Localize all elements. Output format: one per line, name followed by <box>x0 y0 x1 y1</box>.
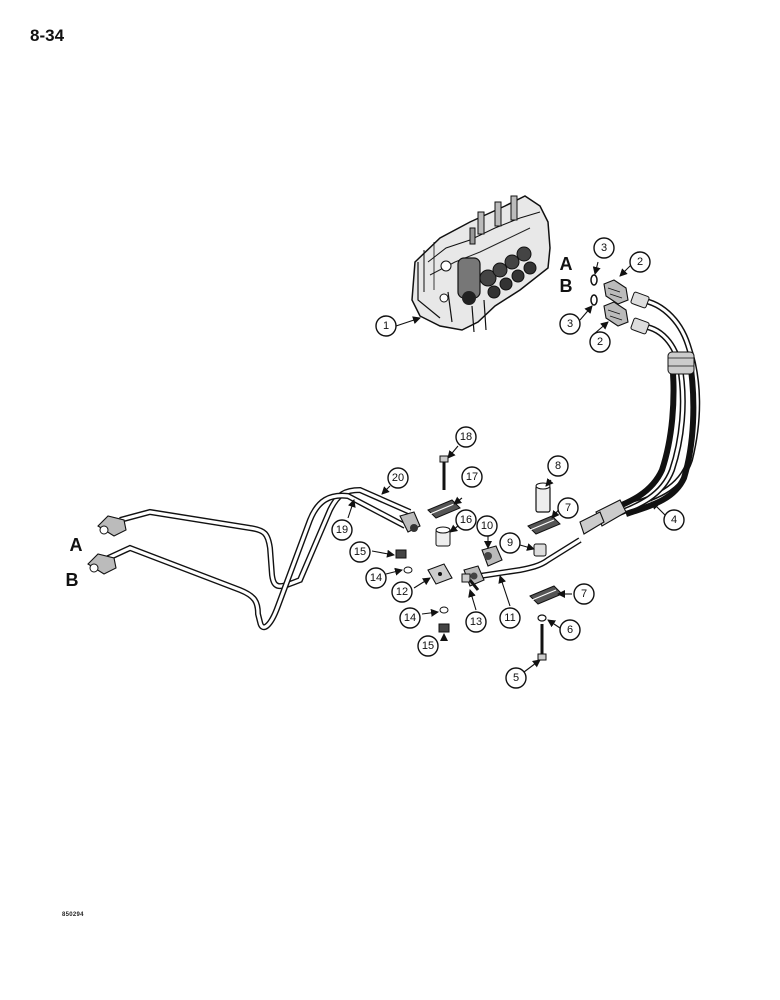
callout-8: 8 <box>547 455 569 477</box>
svg-text:3: 3 <box>567 318 573 330</box>
hose-assembly <box>579 291 701 535</box>
cap-screw-long <box>537 624 547 661</box>
control-valve <box>411 195 551 333</box>
callout-12: 12 <box>391 581 413 603</box>
adapter-fitting-upper <box>603 279 629 305</box>
svg-text:19: 19 <box>336 524 348 536</box>
washer-upper <box>403 566 413 574</box>
svg-text:10: 10 <box>481 520 493 532</box>
line-end-fitting-right <box>399 511 421 533</box>
callout-11: 11 <box>499 607 521 629</box>
svg-text:9: 9 <box>507 537 513 549</box>
steel-line-b <box>102 492 407 631</box>
bracket <box>427 563 453 585</box>
nut-lower <box>438 623 450 633</box>
callout-3-lower: 3 <box>559 313 581 335</box>
svg-text:11: 11 <box>504 612 515 624</box>
clamp-block <box>435 526 451 547</box>
callout-13: 13 <box>465 611 487 633</box>
svg-text:2: 2 <box>637 256 643 268</box>
callout-20: 20 <box>387 467 409 489</box>
valve-port-a-label: A <box>560 254 573 274</box>
nut-upper <box>395 549 407 559</box>
svg-text:7: 7 <box>581 588 587 600</box>
svg-text:15: 15 <box>354 546 366 558</box>
callout-16: 16 <box>455 509 477 531</box>
svg-text:14: 14 <box>404 612 416 624</box>
page-number: 8-34 <box>30 26 65 45</box>
callout-4: 4 <box>663 509 685 531</box>
svg-text:14: 14 <box>370 572 382 584</box>
o-ring-lower <box>590 294 598 306</box>
elbow-fitting <box>481 545 503 567</box>
line-end-fitting-b <box>87 553 117 575</box>
callout-7-upper: 7 <box>557 497 579 519</box>
lock-washer <box>537 614 547 622</box>
washer-lower <box>439 606 449 614</box>
line-port-a-label: A <box>70 535 83 555</box>
svg-text:18: 18 <box>460 431 472 443</box>
line-end-fitting-a <box>97 515 127 537</box>
svg-text:4: 4 <box>671 514 677 526</box>
callout-10: 10 <box>476 515 498 537</box>
callout-14-upper: 14 <box>365 567 387 589</box>
callout-2-lower: 2 <box>589 331 611 353</box>
svg-text:13: 13 <box>470 616 482 628</box>
svg-text:7: 7 <box>565 502 571 514</box>
valve-port-b-label: B <box>560 276 573 296</box>
svg-text:12: 12 <box>396 586 408 598</box>
o-ring-upper <box>590 274 598 286</box>
callout-3-upper: 3 <box>593 237 615 259</box>
callout-2-upper: 2 <box>629 251 651 273</box>
clamp-half-upper <box>527 515 561 535</box>
callout-19: 19 <box>331 519 353 541</box>
callout-5: 5 <box>505 667 527 689</box>
svg-text:6: 6 <box>567 624 573 636</box>
svg-text:20: 20 <box>392 472 404 484</box>
callout-17: 17 <box>461 466 483 488</box>
adapter-fitting-lower <box>603 301 629 327</box>
svg-text:1: 1 <box>383 320 389 332</box>
drawing-code: 850294 <box>62 912 84 918</box>
short-steel-line <box>479 537 582 579</box>
callout-14-lower: 14 <box>399 607 421 629</box>
callout-1: 1 <box>375 315 397 337</box>
cap-screw-upper <box>439 455 449 490</box>
spacer-tube <box>535 482 551 513</box>
svg-text:8: 8 <box>555 460 561 472</box>
line-port-b-label: B <box>66 570 79 590</box>
callout-7-lower: 7 <box>573 583 595 605</box>
callout-6: 6 <box>559 619 581 641</box>
callout-15-upper: 15 <box>349 541 371 563</box>
clamp-spacer <box>533 543 547 557</box>
svg-text:2: 2 <box>597 336 603 348</box>
svg-text:17: 17 <box>466 471 478 483</box>
clamp-half-lower <box>529 585 563 605</box>
svg-text:3: 3 <box>601 242 607 254</box>
callout-15-lower: 15 <box>417 635 439 657</box>
callout-18: 18 <box>455 426 477 448</box>
clamp-half-top <box>427 499 461 519</box>
svg-text:16: 16 <box>460 514 472 526</box>
svg-text:15: 15 <box>422 640 434 652</box>
callout-9: 9 <box>499 532 521 554</box>
cap-screw-short <box>461 573 480 591</box>
svg-text:5: 5 <box>513 672 519 684</box>
